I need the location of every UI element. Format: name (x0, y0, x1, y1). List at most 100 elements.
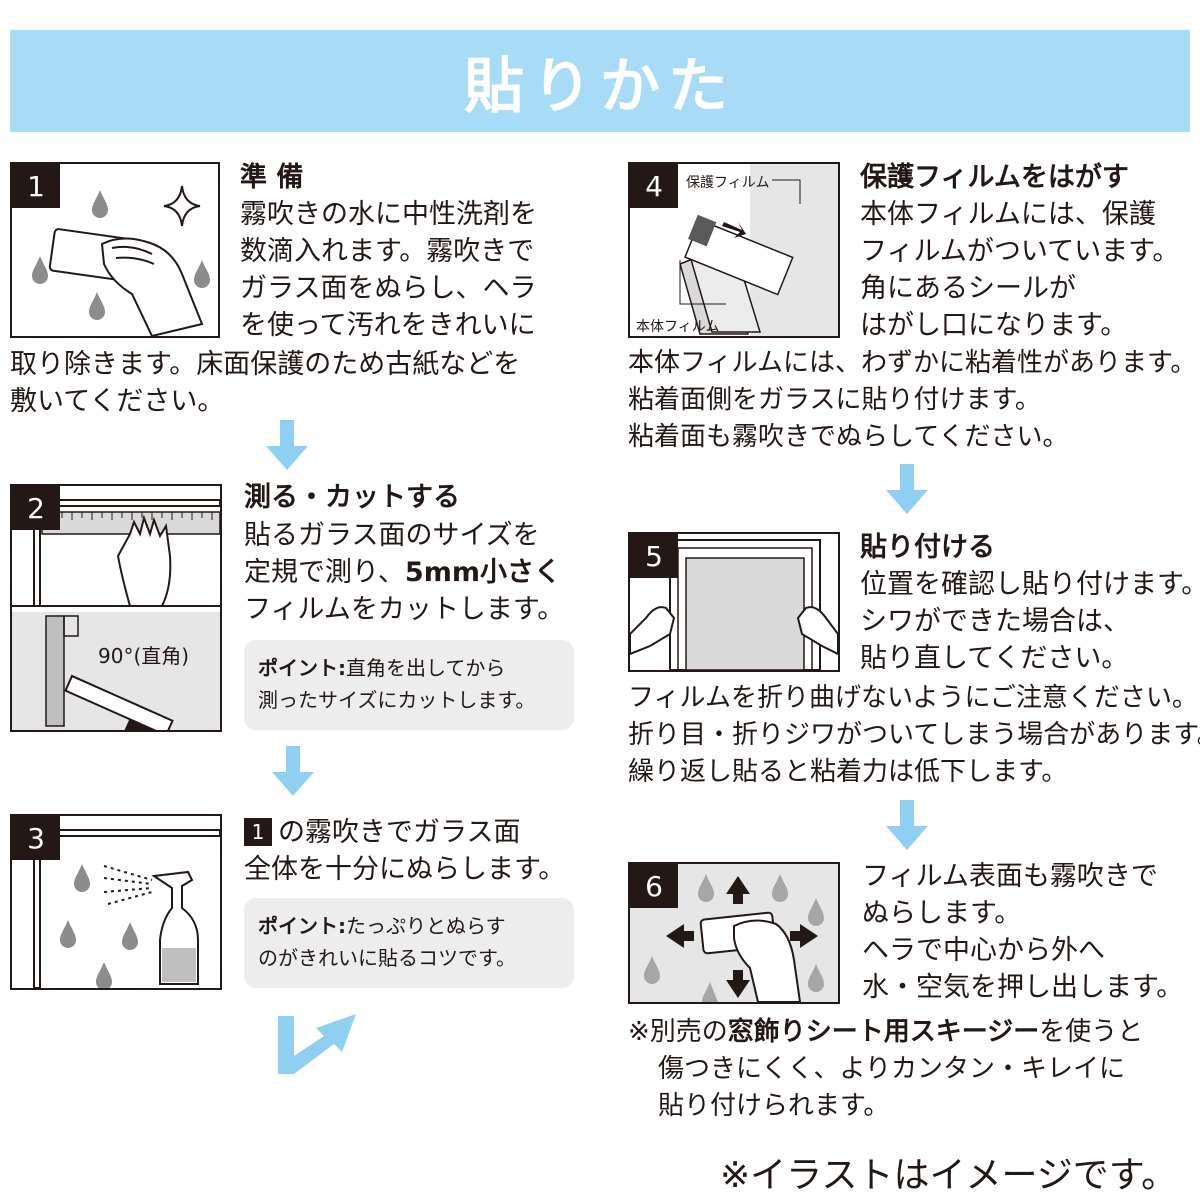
drop-icon (60, 920, 76, 948)
sparkle-icon (163, 185, 201, 227)
curved-next-arrow-icon (278, 1014, 356, 1074)
step5-full-line: 繰り返し貼ると粘着力は低下します。 (628, 757, 1068, 787)
drop-icon (644, 956, 660, 984)
drop-icon (96, 962, 112, 988)
step5-text: 位置を確認し貼り付けます。 シワができた場合は、 貼り直してください。 (860, 566, 1200, 677)
step1-drawing (32, 185, 210, 336)
step4-line: 本体フィルムには、保護 (860, 199, 1156, 230)
main-film-label: 本体フィルム (636, 319, 720, 335)
step2-title: 測る・カットする (244, 482, 460, 513)
step3-illustration: 3 (10, 814, 222, 990)
step2-number: 2 (12, 486, 60, 530)
step6-line: ぬらします。 (862, 898, 1022, 929)
step1-text: 霧吹きの水に中性洗剤を 数滴入れます。霧吹きで ガラス面をぬらし、ヘラ を使って… (240, 196, 537, 344)
arrow-down-icon (726, 970, 750, 998)
drop-icon (92, 190, 108, 218)
spray-mist (103, 865, 153, 905)
step-ref-badge: 1 (244, 818, 272, 846)
step6-text: フィルム表面も霧吹きで ぬらします。 ヘラで中心から外へ 水・空気を押し出します… (862, 858, 1183, 1006)
step6-note: ※別売の窓飾りシート用スキージーを使うと 傷つきにくく、よりカンタン・キレイに … (628, 1014, 1143, 1125)
down-arrow-icon (886, 464, 928, 514)
step3-point-line: ポイント:たっぷりとぬらす (258, 914, 506, 938)
step1-number: 1 (12, 164, 60, 208)
step2-line: 貼るガラス面のサイズを (244, 520, 540, 551)
hand-shape (733, 919, 802, 1002)
down-arrow-icon (886, 800, 928, 850)
drop-icon (808, 964, 824, 992)
hand-shape (630, 606, 676, 656)
arrow-right-icon (790, 924, 818, 948)
drop-icon (89, 292, 105, 320)
note-line: ※別売の窓飾りシート用スキージーを使うと (628, 1017, 1144, 1047)
step4-fulltext: 本体フィルムには、わずかに粘着性があります。 粘着面側をガラスに貼り付けます。 … (628, 345, 1196, 456)
step1-full-line: 取り除きます。床面保護のため古紙などを (10, 349, 521, 380)
drop-icon (698, 874, 714, 902)
step3-drawing (12, 829, 220, 988)
drop-icon (74, 864, 90, 892)
hand-shape (116, 514, 172, 607)
step6-line: ヘラで中心から外へ (862, 935, 1105, 966)
step5-full-line: フィルムを折り曲げないようにご注意ください。 (628, 683, 1198, 713)
step4-title: 保護フィルムをはがす (860, 162, 1129, 193)
step4-full-line: 粘着面側をガラスに貼り付けます。 (628, 385, 1041, 415)
step4-line: フィルムがついています。 (860, 236, 1180, 267)
drop-icon (808, 898, 824, 926)
step6-number: 6 (630, 864, 678, 908)
footer-note: ※イラストはイメージです。 (720, 1155, 1178, 1196)
step1-line: ガラス面をぬらし、ヘラ (240, 273, 537, 304)
note-product-name: 窓飾りシート用スキージー (727, 1017, 1040, 1047)
angle-label: 90°(直角) (98, 644, 190, 668)
step1-illustration: 1 (10, 162, 220, 338)
step5-line: 貼り直してください。 (860, 643, 1129, 674)
down-arrow-icon (272, 746, 314, 796)
step1-full-line: 敷いてください。 (10, 386, 225, 417)
step6-line: 水・空気を押し出します。 (862, 972, 1184, 1003)
step5-title: 貼り付ける (860, 532, 995, 563)
step2-point-line: ポイント:直角を出してから (258, 656, 506, 680)
step2-bold-text: 5mm小さく (404, 557, 561, 588)
step3-line: 全体を十分にぬらします。 (244, 854, 566, 885)
step1-line: 数滴入れます。霧吹きで (240, 236, 535, 267)
header-banner: 貼りかた (10, 30, 1190, 132)
step2-point-box: ポイント:直角を出してから 測ったサイズにカットします。 (244, 640, 574, 730)
drop-icon (772, 874, 788, 902)
step5-line: シワができた場合は、 (860, 606, 1130, 637)
note-line: 傷つきにくく、よりカンタン・キレイに (658, 1054, 1125, 1084)
protect-film-label: 保護フィルム (686, 175, 770, 191)
step5-number: 5 (630, 534, 678, 578)
step1-line: 霧吹きの水に中性洗剤を (240, 199, 537, 230)
square-ruler-shape (45, 615, 65, 727)
step4-line: はがし口になります。 (860, 310, 1128, 341)
step3-point-box: ポイント:たっぷりとぬらす のがきれいに貼るコツです。 (244, 898, 574, 988)
point-label: ポイント: (258, 656, 346, 680)
arrow-icon (722, 222, 746, 238)
step6-line: フィルム表面も霧吹きで (862, 861, 1158, 892)
page-title: 貼りかた (464, 51, 736, 122)
step1-title: 準 備 (240, 162, 304, 193)
drop-icon (122, 922, 138, 950)
step5-full-line: 折り目・折りジワがついてしまう場合があります。 (628, 720, 1200, 750)
step2-point-line: 測ったサイズにカットします。 (258, 688, 536, 712)
hand-shape (796, 606, 838, 656)
down-arrow-icon (266, 420, 308, 470)
step5-line: 位置を確認し貼り付けます。 (860, 569, 1200, 600)
step2-illustration: 2 90°(直角) (10, 484, 222, 732)
step4-full-line: 粘着面も霧吹きでぬらしてください。 (628, 422, 1069, 452)
step1-fulltext: 取り除きます。床面保護のため古紙などを 敷いてください。 (10, 346, 520, 420)
arrow-up-icon (726, 876, 750, 904)
step3-point-line: のがきれいに貼るコツです。 (258, 946, 516, 970)
arrow-left-icon (666, 924, 694, 948)
step4-line: 角にあるシールが (860, 273, 1076, 304)
step3-number: 3 (12, 816, 60, 860)
step5-illustration: 5 (628, 532, 840, 672)
hand-shape (100, 237, 204, 336)
note-line: 貼り付けられます。 (658, 1091, 890, 1121)
step4-text: 本体フィルムには、保護 フィルムがついています。 角にあるシールが はがし口にな… (860, 196, 1179, 344)
point-label: ポイント: (258, 914, 346, 938)
drop-icon (702, 982, 718, 1002)
step2-drawing (12, 499, 220, 730)
step4-illustration: 4 保護フィルム 本体フィルム (628, 162, 840, 338)
step2-text: 貼るガラス面のサイズを 定規で測り、5mm小さく フィルムをカットします。 (244, 517, 564, 628)
